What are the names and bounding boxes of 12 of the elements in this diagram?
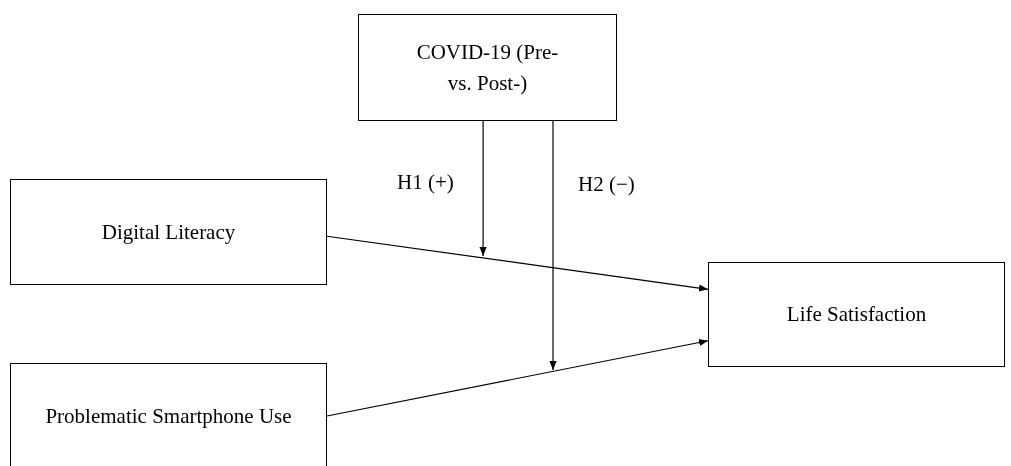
box-label: COVID-19 (Pre- vs. Post-) [415, 39, 560, 97]
arrow [326, 338, 709, 417]
box-label: Problematic Smartphone Use [45, 402, 292, 430]
arrow [549, 120, 557, 371]
variable-box [10, 363, 327, 466]
box-label: Digital Literacy [101, 218, 236, 246]
variable-box [708, 262, 1005, 367]
box-label: Life Satisfaction [786, 301, 927, 329]
arrow [479, 120, 487, 257]
variable-box [358, 14, 617, 121]
arrow [326, 235, 709, 292]
variable-box [10, 179, 327, 285]
